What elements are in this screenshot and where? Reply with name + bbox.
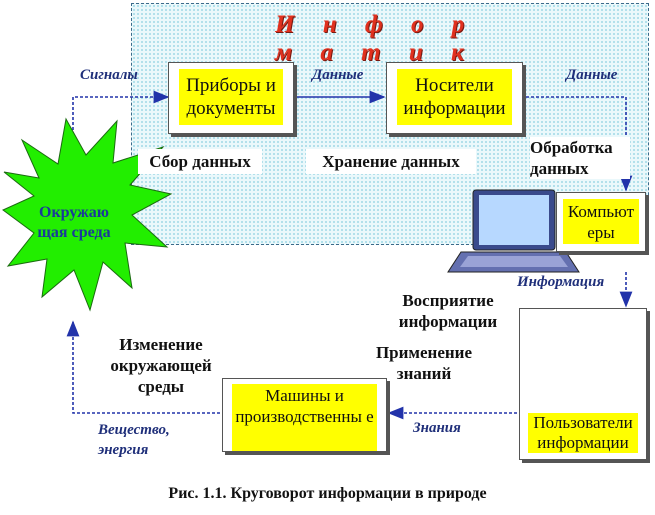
label-collect: Сбор данных — [138, 149, 262, 174]
label-knowledge: Знания — [413, 420, 461, 436]
label-signals: Сигналы — [80, 67, 138, 83]
computers-box: Компьют еры — [563, 199, 639, 244]
users-box: Пользователи информации — [528, 413, 638, 453]
arrow-machines-to-env — [66, 320, 220, 414]
label-process: Обработка данных — [530, 137, 630, 179]
computers-frame: Компьют еры — [556, 192, 646, 252]
label-data-1: Данные — [312, 67, 364, 83]
label-store: Хранение данных — [306, 149, 476, 174]
environment-label: Окружаю щая среда — [37, 204, 111, 241]
label-matter-energy: Вещество, энергия — [98, 422, 170, 458]
label-perceive: Восприятие информации — [398, 291, 498, 331]
laptop-icon — [447, 189, 580, 273]
devices-box: Приборы и документы — [179, 69, 283, 125]
environment-star-shape — [2, 117, 173, 312]
figure-caption: Рис. 1.1. Круговорот информации в природ… — [168, 485, 487, 502]
label-change: Изменение окружающей среды — [110, 335, 212, 396]
devices-frame: Приборы и документы — [168, 62, 294, 134]
media-frame: Носители информации — [386, 62, 523, 134]
users-frame: Пользователи информации — [519, 308, 647, 460]
label-data-2: Данные — [566, 67, 618, 83]
label-information: Информация — [517, 274, 605, 290]
media-box: Носители информации — [397, 69, 512, 125]
label-apply: Применение знаний — [375, 343, 473, 383]
machines-box: Машины и производственны е — [232, 384, 377, 451]
machines-frame: Машины и производственны е — [222, 378, 387, 452]
